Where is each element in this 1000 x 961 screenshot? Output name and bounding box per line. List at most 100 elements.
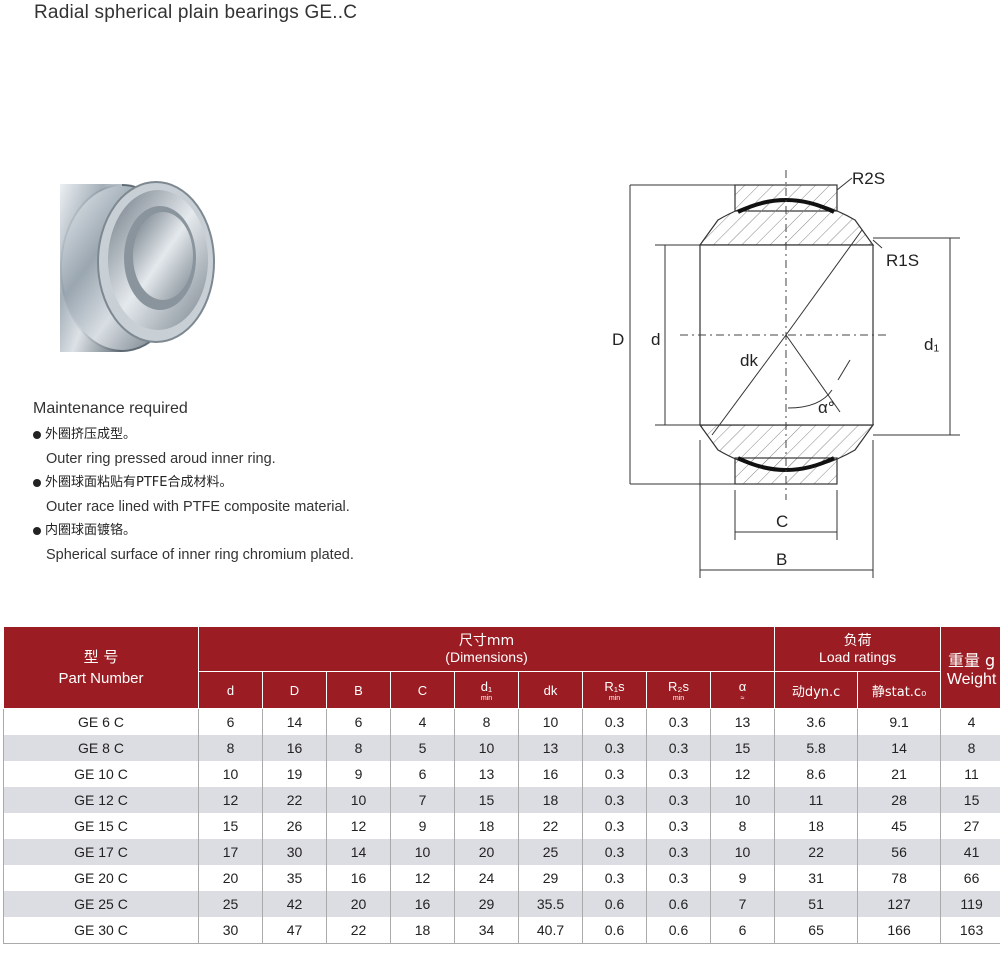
bullet-icon [33, 430, 41, 439]
subheader-col: C [390, 671, 455, 709]
note-cn-3: 内圈球面镀铬。 [33, 522, 533, 540]
label-sphere-diameter: dk [740, 351, 758, 370]
subheader-col: α≈ [709, 671, 776, 709]
table-cell: 29 [454, 891, 519, 917]
table-cell: 29 [518, 865, 583, 891]
table-cell: 7 [709, 891, 776, 917]
table-cell: 14 [262, 708, 327, 735]
table-cell: 119 [940, 891, 1000, 917]
table-cell: 18 [454, 813, 519, 839]
table-cell: 0.6 [646, 917, 711, 944]
table-cell: 5.8 [774, 735, 859, 761]
table-cell: 0.3 [646, 735, 711, 761]
table-cell: 6 [198, 708, 263, 735]
subheader-col: 静stat.c₀ [857, 671, 942, 709]
table-cell: 12 [390, 865, 455, 891]
table-cell: 31 [774, 865, 859, 891]
table-cell: 0.3 [646, 787, 711, 813]
label-outer-diameter: D [612, 330, 624, 349]
table-cell: 5 [390, 735, 455, 761]
note-cn-1: 外圈挤压成型。 [33, 426, 533, 444]
table-cell: 19 [262, 761, 327, 787]
table-cell: 10 [390, 839, 455, 865]
table-cell: 9 [326, 761, 391, 787]
table-cell: 16 [518, 761, 583, 787]
table-cell: 10 [326, 787, 391, 813]
table-cell: 35 [262, 865, 327, 891]
label-b: B [776, 550, 787, 569]
note-en-3: Spherical surface of inner ring chromium… [46, 547, 354, 563]
table-cell: 25 [198, 891, 263, 917]
table-cell: 6 [709, 917, 776, 944]
part-number-cell: GE 6 C [3, 708, 199, 735]
subheader-col: dk [518, 671, 583, 709]
table-cell: 16 [326, 865, 391, 891]
label-bore-diameter: d [651, 330, 660, 349]
table-cell: 166 [857, 917, 942, 944]
table-cell: 22 [774, 839, 859, 865]
bearing-cross-section-diagram: R2S R1S D d dk d₁ α° C B [612, 169, 960, 578]
table-cell: 18 [774, 813, 859, 839]
table-cell: 42 [262, 891, 327, 917]
table-cell: 14 [326, 839, 391, 865]
table-cell: 6 [390, 761, 455, 787]
table-cell: 10 [709, 839, 776, 865]
header-dimensions: 尺寸mm (Dimensions) [197, 626, 776, 672]
label-alpha: α° [818, 398, 835, 417]
table-cell: 8 [454, 708, 519, 735]
table-cell: 15 [454, 787, 519, 813]
label-r2s: R2S [852, 169, 885, 188]
header-load-ratings: 负荷 Load ratings [774, 626, 942, 672]
table-cell: 0.3 [646, 708, 711, 735]
table-cell: 10 [709, 787, 776, 813]
table-cell: 30 [198, 917, 263, 944]
table-cell: 78 [857, 865, 942, 891]
table-cell: 0.6 [646, 891, 711, 917]
table-cell: 26 [262, 813, 327, 839]
table-cell: 0.6 [582, 891, 647, 917]
table-cell: 6 [326, 708, 391, 735]
bullet-icon [33, 526, 41, 535]
label-c: C [776, 512, 788, 531]
part-number-cell: GE 30 C [3, 917, 199, 944]
maintenance-notes: Maintenance required 外圈挤压成型。 Outer ring … [33, 400, 533, 570]
table-cell: 25 [518, 839, 583, 865]
part-number-cell: GE 20 C [3, 865, 199, 891]
subheader-col: D [262, 671, 327, 709]
table-cell: 66 [940, 865, 1000, 891]
table-cell: 3.6 [774, 708, 859, 735]
table-cell: 8 [198, 735, 263, 761]
table-cell: 51 [774, 891, 859, 917]
table-cell: 12 [198, 787, 263, 813]
table-cell: 16 [390, 891, 455, 917]
table-cell: 35.5 [518, 891, 583, 917]
bullet-icon [33, 478, 41, 487]
label-d1: d₁ [924, 335, 939, 354]
table-cell: 24 [454, 865, 519, 891]
table-cell: 11 [940, 761, 1000, 787]
table-cell: 4 [390, 708, 455, 735]
notes-heading: Maintenance required [33, 400, 188, 417]
table-cell: 41 [940, 839, 1000, 865]
table-cell: 13 [454, 761, 519, 787]
subheader-col: B [326, 671, 391, 709]
table-cell: 8 [326, 735, 391, 761]
spec-table: 型 号 Part Number 尺寸mm (Dimensions) 负荷 Loa… [3, 626, 1000, 944]
table-cell: 56 [857, 839, 942, 865]
table-cell: 0.3 [582, 708, 647, 735]
table-cell: 0.3 [582, 787, 647, 813]
page-title: Radial spherical plain bearings GE..C [34, 2, 358, 23]
part-number-cell: GE 25 C [3, 891, 199, 917]
table-cell: 0.3 [646, 813, 711, 839]
table-cell: 17 [198, 839, 263, 865]
table-cell: 45 [857, 813, 942, 839]
table-cell: 163 [940, 917, 1000, 944]
table-cell: 20 [326, 891, 391, 917]
